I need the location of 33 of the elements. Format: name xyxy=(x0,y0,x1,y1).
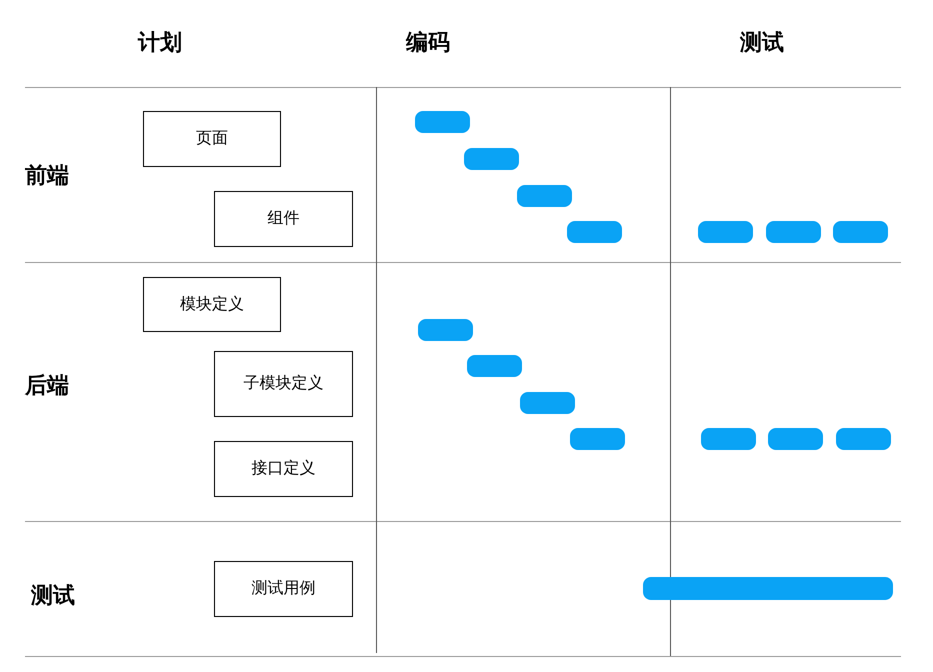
task-bar xyxy=(418,319,473,341)
task-bar xyxy=(701,428,756,450)
task-label: 组件 xyxy=(268,209,300,229)
task-bar xyxy=(467,355,522,377)
task-bar xyxy=(833,221,888,243)
task-bar xyxy=(520,392,575,414)
column-header: 编码 xyxy=(406,28,450,56)
task-box xyxy=(214,351,353,417)
column-header: 计划 xyxy=(138,28,182,56)
task-bar xyxy=(464,148,519,170)
task-bar xyxy=(570,428,625,450)
task-bar xyxy=(768,428,823,450)
task-bar xyxy=(517,185,572,207)
task-box xyxy=(214,441,353,497)
task-bar xyxy=(415,111,470,133)
task-bar xyxy=(698,221,753,243)
task-box xyxy=(214,191,353,247)
task-label: 页面 xyxy=(196,129,228,149)
column-header: 测试 xyxy=(740,28,784,56)
task-box xyxy=(143,277,281,332)
task-label: 测试用例 xyxy=(252,578,316,599)
task-box xyxy=(214,561,353,617)
task-label: 接口定义 xyxy=(252,458,316,479)
row-header: 测试 xyxy=(31,582,75,610)
task-bar xyxy=(836,428,891,450)
row-header: 后端 xyxy=(25,372,69,400)
task-bar xyxy=(643,577,893,600)
task-box xyxy=(143,111,281,167)
row-header: 前端 xyxy=(25,162,69,190)
task-label: 子模块定义 xyxy=(244,374,324,394)
task-bar xyxy=(567,221,622,243)
task-bar xyxy=(766,221,821,243)
task-label: 模块定义 xyxy=(180,294,244,314)
